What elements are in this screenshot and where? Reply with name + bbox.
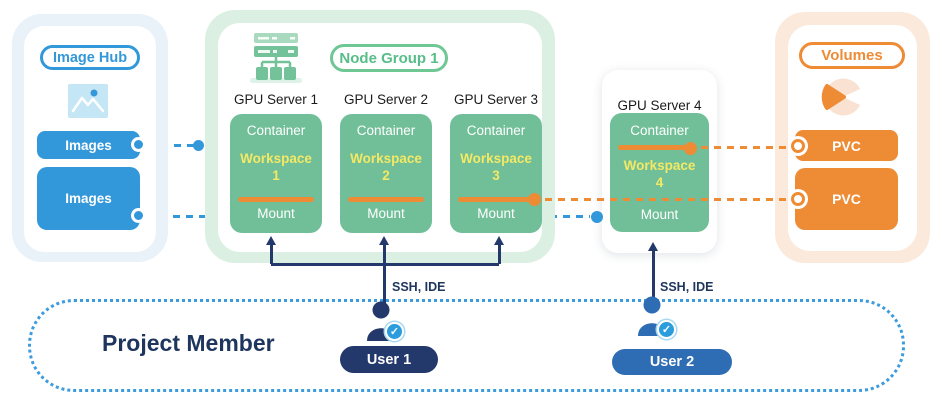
ssh-ide-label-1: SSH, IDE (392, 280, 446, 294)
gpu4-endpoint-dot (591, 210, 603, 223)
mount3-connector-dot (528, 193, 541, 206)
pvc-button-2: PVC (795, 168, 898, 230)
user1-pill: User 1 (340, 346, 438, 373)
nodegroup-endpoint-dot (193, 139, 204, 151)
user1-arrow-line-3 (498, 244, 501, 264)
gpu-server-2-label: GPU Server 2 (343, 92, 429, 107)
arrow-to-server1 (266, 236, 276, 245)
images2-connector-dot (131, 208, 146, 223)
mount-bar (618, 145, 686, 150)
user1-arrow-line-1 (270, 244, 273, 264)
images1-to-nodegroup-dashed-line (148, 143, 196, 147)
user2-pill: User 2 (612, 349, 732, 375)
images1-connector-dot (131, 137, 146, 152)
gpu-server-3-box: Container Workspace 3 Mount (450, 114, 542, 233)
mount-label: Mount (640, 207, 679, 222)
arrow-to-server4 (648, 242, 658, 251)
volume-pie-icon (821, 78, 860, 116)
gpu-server-4-box: Container Workspace 4 Mount (610, 113, 709, 232)
gpu4-mount-connector-dot (684, 141, 697, 155)
image-icon (68, 84, 108, 118)
gpu-server-3-label: GPU Server 3 (453, 92, 539, 107)
mount-label: Mount (367, 206, 405, 221)
user2-stem-line (652, 250, 655, 302)
mount-label: Mount (257, 206, 295, 221)
workspace-label: Workspace 4 (623, 158, 696, 190)
image-hub-title: Image Hub (40, 45, 140, 70)
images-button-1: Images (37, 131, 140, 159)
user1-arrow-line-2 (383, 244, 386, 264)
mount-bar (458, 197, 536, 202)
gpu-server-4-card: GPU Server 4 Container Workspace 4 Mount (602, 70, 717, 253)
user1-check-badge: ✓ (385, 322, 404, 341)
pvc2-connector-dot (791, 192, 805, 206)
workspace-label: Workspace 1 (240, 151, 312, 183)
mount-bar (348, 197, 424, 202)
pvc1-connector-dot (791, 139, 805, 153)
gpu-server-1-box: Container Workspace 1 Mount (230, 114, 322, 233)
mount-label: Mount (477, 206, 515, 221)
container-label: Container (630, 123, 689, 138)
cluster-server-icon (250, 33, 302, 83)
project-member-title: Project Member (102, 330, 275, 356)
volumes-title: Volumes (799, 42, 905, 69)
project-member-box (28, 299, 905, 392)
gpu4-to-pvc1-dashed-line (701, 145, 792, 149)
ssh-ide-label-2: SSH, IDE (660, 280, 714, 294)
container-label: Container (246, 123, 306, 138)
container-label: Container (356, 123, 416, 138)
node-group-title: Node Group 1 (330, 44, 448, 72)
user1-stem-line (383, 263, 386, 307)
workspace-label: Workspace 2 (350, 151, 422, 183)
gpu3-to-pvc2-dashed-line (545, 197, 792, 201)
gpu-server-4-label: GPU Server 4 (617, 98, 702, 113)
pvc-button-1: PVC (795, 130, 898, 161)
user2-check-badge: ✓ (657, 320, 676, 339)
workspace-label: Workspace 3 (460, 151, 532, 183)
images-button-2: Images (37, 167, 140, 230)
gpu-server-2-box: Container Workspace 2 Mount (340, 114, 432, 233)
gpu-server-1-label: GPU Server 1 (233, 92, 319, 107)
arrow-to-server3 (494, 236, 504, 245)
mount-bar (238, 197, 314, 202)
arrow-to-server2 (379, 236, 389, 245)
container-label: Container (466, 123, 526, 138)
